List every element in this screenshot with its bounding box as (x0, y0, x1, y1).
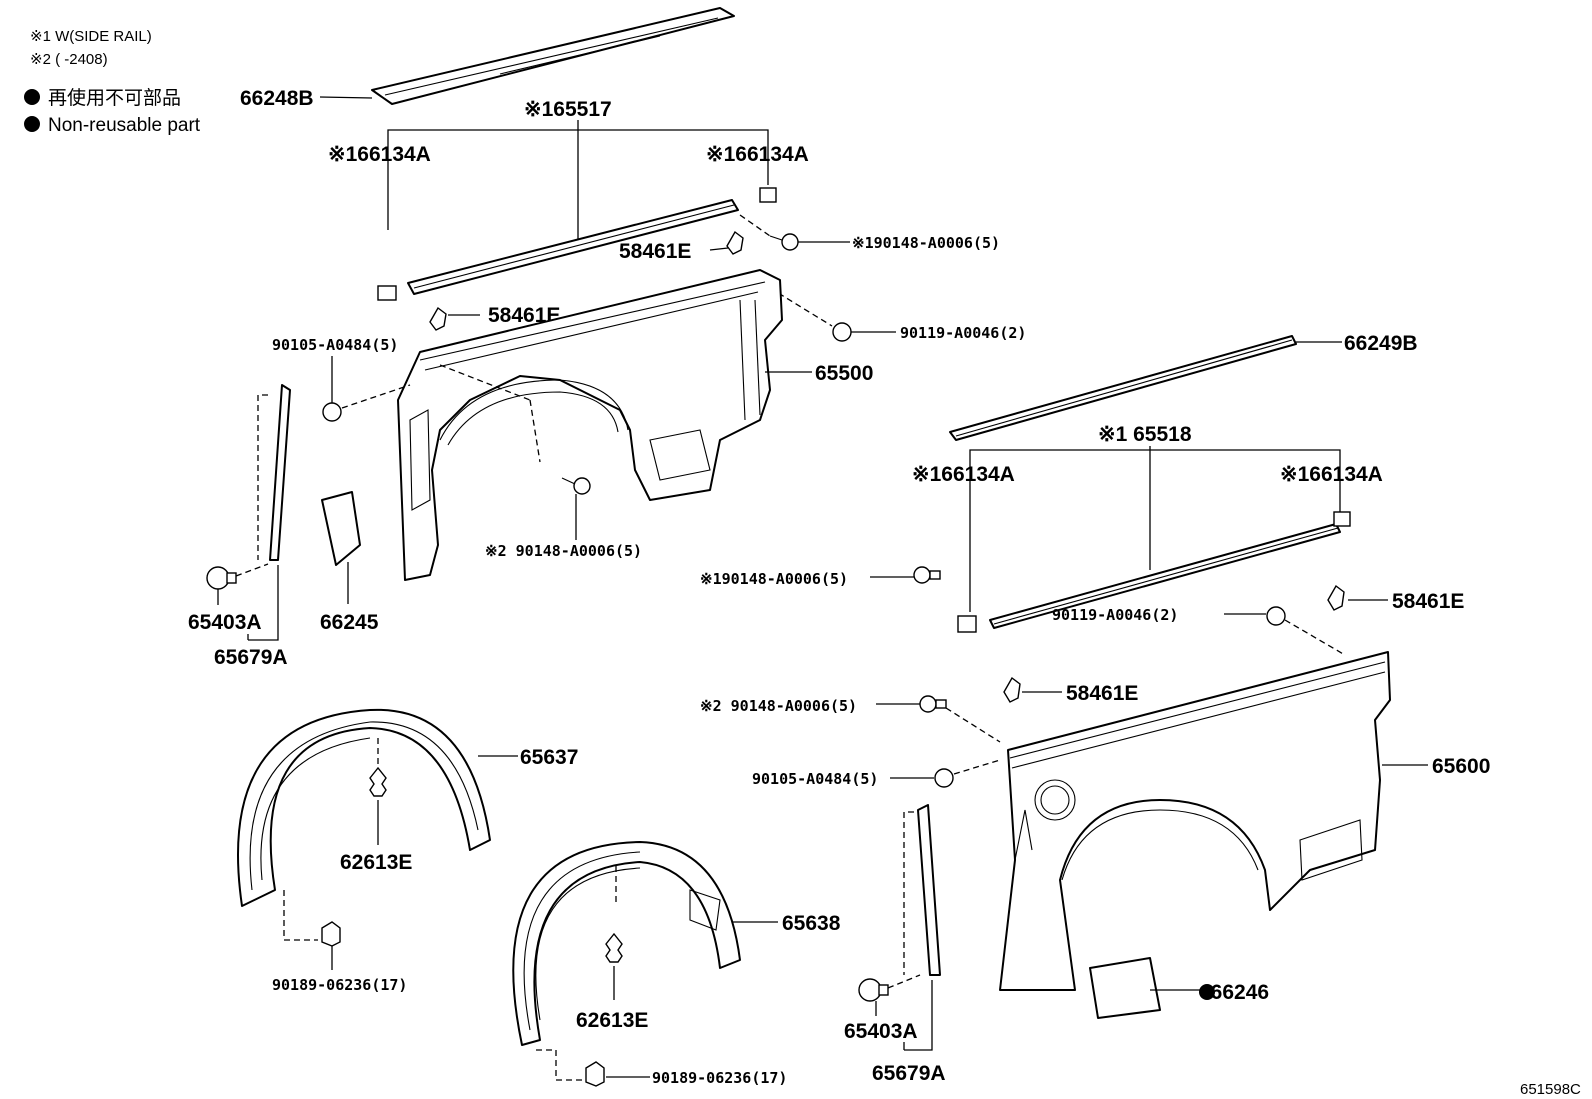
callout-65679A-left[interactable]: 65679A (214, 646, 288, 669)
part-65638-wheel-liner[interactable] (512, 841, 741, 1046)
part-66249B-rail[interactable] (949, 335, 1297, 441)
bolt-90148-icon[interactable] (913, 566, 941, 584)
callout-90189-b[interactable]: 90189-06236(17) (652, 1069, 787, 1087)
clip-65403A-icon[interactable] (858, 978, 889, 1002)
bolt-90148-icon[interactable] (919, 695, 947, 713)
callout-66134A-upper-left[interactable]: ※166134A (328, 143, 431, 166)
callout-65600[interactable]: 65600 (1432, 755, 1490, 778)
callout-66248B[interactable]: 66248B (240, 87, 314, 110)
callout-66245[interactable]: 66245 (320, 611, 379, 634)
callout-90148-mid[interactable]: ※2 90148-A0006(5) (485, 542, 642, 560)
non-reusable-bullet-icon (24, 116, 40, 132)
callout-65518[interactable]: ※1 65518 (1098, 423, 1192, 446)
callout-90148-top[interactable]: ※190148-A0006(5) (852, 234, 1000, 252)
non-reusable-bullet-icon (1199, 984, 1215, 1000)
callout-90119-top[interactable]: 90119-A0046(2) (900, 324, 1026, 342)
callout-65403A-left[interactable]: 65403A (188, 611, 262, 634)
part-65517-rail[interactable] (407, 199, 739, 295)
callout-58461E-b[interactable]: 58461E (488, 304, 560, 327)
clip-58461E-icon[interactable] (429, 306, 447, 331)
callout-90119-right[interactable]: 90119-A0046(2) (1052, 606, 1178, 624)
bolt-90148-icon[interactable] (561, 477, 591, 495)
clip-66134A-icon[interactable] (1333, 511, 1351, 527)
callout-90105-left[interactable]: 90105-A0484(5) (272, 336, 398, 354)
part-66246-flap[interactable] (1089, 957, 1161, 1019)
part-65518-rail[interactable] (989, 523, 1341, 629)
clip-90189-icon[interactable] (585, 1061, 605, 1087)
clip-62613E-icon[interactable] (605, 932, 623, 963)
callout-90189-a[interactable]: 90189-06236(17) (272, 976, 407, 994)
clip-66134A-icon[interactable] (377, 285, 397, 301)
callout-90148-right-1[interactable]: ※190148-A0006(5) (700, 570, 848, 588)
clip-66134A-icon[interactable] (759, 187, 777, 203)
clip-66134A-icon[interactable] (957, 615, 977, 633)
part-65500-side-panel[interactable] (397, 269, 783, 581)
clip-58461E-icon[interactable] (726, 230, 744, 255)
bolt-90148-icon[interactable] (769, 233, 799, 251)
part-65679A-strip[interactable] (269, 384, 291, 561)
note-date-range: ※2 ( -2408) (30, 51, 108, 68)
non-reusable-bullet-icon (24, 89, 40, 105)
part-66248B-rail[interactable] (371, 7, 735, 105)
callout-66246[interactable]: ●66246 (1198, 981, 1269, 1004)
callout-66134A-upper-right[interactable]: ※166134A (706, 143, 809, 166)
bolt-90105-icon[interactable] (934, 768, 954, 788)
clip-65403A-icon[interactable] (206, 566, 237, 590)
clip-62613E-icon[interactable] (369, 766, 387, 797)
part-65637-wheel-liner[interactable] (237, 708, 491, 907)
legend-japanese: 再使用不可部品 (48, 87, 181, 109)
part-66245-flap[interactable] (321, 491, 361, 566)
callout-65403A-right[interactable]: 65403A (844, 1020, 918, 1043)
part-65600-side-panel[interactable] (999, 651, 1391, 991)
callout-65679A-right[interactable]: 65679A (872, 1062, 946, 1085)
callout-58461E-d[interactable]: 58461E (1066, 682, 1138, 705)
clip-90189-icon[interactable] (321, 921, 341, 947)
callout-90105-right[interactable]: 90105-A0484(5) (752, 770, 878, 788)
clip-58461E-icon[interactable] (1003, 676, 1021, 703)
callout-65638[interactable]: 65638 (782, 912, 841, 935)
callout-58461E-a[interactable]: 58461E (619, 240, 691, 263)
callout-62613E-a[interactable]: 62613E (340, 851, 412, 874)
callout-90148-right-2[interactable]: ※2 90148-A0006(5) (700, 697, 857, 715)
bolt-90119-icon[interactable] (832, 322, 852, 342)
callout-65517[interactable]: ※165517 (524, 98, 612, 121)
bolt-90119-icon[interactable] (1266, 606, 1286, 626)
callout-66134A-lower-left[interactable]: ※166134A (912, 463, 1015, 486)
note-side-rail: ※1 W(SIDE RAIL) (30, 28, 152, 45)
callout-58461E-c[interactable]: 58461E (1392, 590, 1464, 613)
diagram-code: 651598C (1520, 1081, 1581, 1098)
callout-66134A-lower-right[interactable]: ※166134A (1280, 463, 1383, 486)
callout-66249B[interactable]: 66249B (1344, 332, 1418, 355)
callout-62613E-b[interactable]: 62613E (576, 1009, 648, 1032)
clip-58461E-icon[interactable] (1327, 584, 1345, 611)
legend-english: Non-reusable part (48, 115, 201, 136)
bolt-90105-icon[interactable] (322, 402, 342, 422)
callout-65637[interactable]: 65637 (520, 746, 578, 769)
callout-65500[interactable]: 65500 (815, 362, 873, 385)
part-65679A-strip[interactable] (917, 804, 941, 976)
